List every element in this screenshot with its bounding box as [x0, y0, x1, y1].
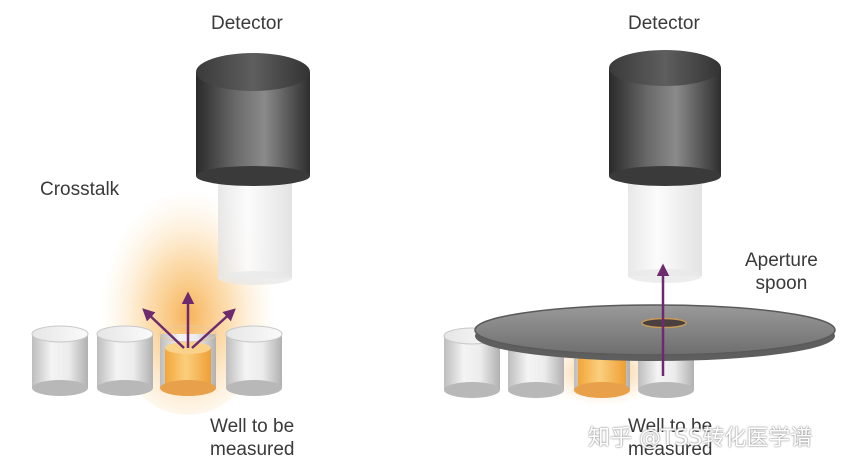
left-detector	[196, 53, 310, 186]
left-detector-label: Detector	[211, 13, 283, 34]
crosstalk-arrows	[142, 291, 236, 349]
right-panel	[443, 50, 836, 406]
aperture-spoon	[474, 304, 836, 361]
right-detector-label: Detector	[628, 13, 700, 34]
well	[225, 325, 283, 396]
arrow-right	[191, 308, 236, 349]
well	[31, 325, 89, 396]
left-well-row	[31, 325, 283, 396]
right-detector	[609, 50, 721, 186]
left-well-label: Well to be measured	[210, 416, 295, 460]
watermark-text: 知乎 @TSS转化医学谱	[588, 426, 813, 451]
left-light-beam	[218, 180, 292, 285]
well	[96, 325, 154, 396]
aperture-spoon-label: Aperture spoon	[745, 250, 818, 294]
right-light-beam	[628, 178, 702, 283]
arrow-left	[142, 308, 185, 349]
right-well-label: Well to be measured	[628, 416, 713, 460]
left-panel	[31, 53, 310, 415]
crosstalk-label: Crosstalk	[40, 179, 120, 200]
